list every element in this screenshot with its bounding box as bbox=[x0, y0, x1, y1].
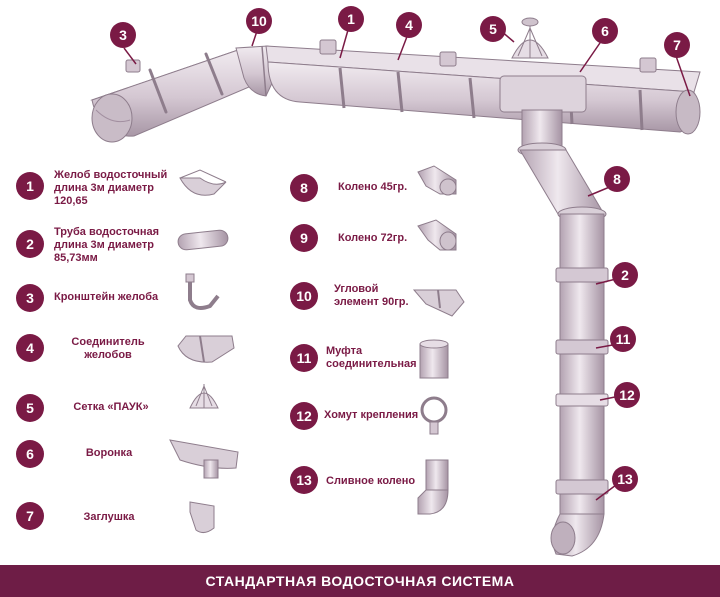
legend-badge: 3 bbox=[16, 284, 44, 312]
gutter-illustration bbox=[90, 17, 701, 557]
thumb-clamp bbox=[420, 396, 448, 435]
legend-label: Заглушка bbox=[83, 511, 135, 523]
legend-label: Муфта соединительная bbox=[326, 345, 417, 370]
callout-badge: 2 bbox=[612, 262, 638, 288]
legend-badge: 13 bbox=[290, 466, 318, 494]
legend-label: Сетка «ПАУК» bbox=[73, 401, 149, 413]
legend-badge: 10 bbox=[290, 282, 318, 310]
legend-badge: 12 bbox=[290, 402, 318, 430]
legend-label: Соединитель желобов bbox=[71, 336, 145, 361]
thumb-elbow-45 bbox=[417, 165, 457, 196]
legend-label: Угловой элемент 90гр. bbox=[334, 283, 409, 308]
thumb-spider bbox=[189, 384, 219, 409]
footer-banner: СТАНДАРТНАЯ ВОДОСТОЧНАЯ СИСТЕМА bbox=[0, 565, 720, 597]
callout-badge: 10 bbox=[246, 8, 272, 34]
gutter-main-run bbox=[265, 39, 701, 135]
thumb-gutter bbox=[179, 169, 227, 196]
legend-label: Труба водосточная длина 3м диаметр 85,73… bbox=[54, 226, 160, 264]
gutter-left-segment bbox=[90, 49, 259, 143]
legend-badge: 11 bbox=[290, 344, 318, 372]
legend-badge: 6 bbox=[16, 440, 44, 468]
thumb-coupling bbox=[419, 339, 449, 379]
thumb-corner-90 bbox=[412, 289, 465, 317]
legend-label: Колено 45гр. bbox=[338, 181, 408, 193]
callout-badge: 3 bbox=[110, 22, 136, 48]
footer-title: СТАНДАРТНАЯ ВОДОСТОЧНАЯ СИСТЕМА bbox=[205, 573, 515, 589]
callout-badge: 13 bbox=[612, 466, 638, 492]
callout-badge: 1 bbox=[338, 6, 364, 32]
legend-label: Колено 72гр. bbox=[338, 232, 408, 244]
thumb-funnel bbox=[169, 439, 239, 479]
callout-badge: 12 bbox=[614, 382, 640, 408]
thumb-pipe bbox=[177, 229, 229, 251]
legend-label: Кронштейн желоба bbox=[54, 291, 159, 303]
legend-badge: 1 bbox=[16, 172, 44, 200]
thumb-outlet-elbow bbox=[417, 459, 449, 515]
callout-badge: 6 bbox=[592, 18, 618, 44]
thumb-bracket bbox=[185, 273, 220, 310]
callout-badge: 7 bbox=[664, 32, 690, 58]
legend-badge: 8 bbox=[290, 174, 318, 202]
callout-badge: 4 bbox=[396, 12, 422, 38]
gutter-spider-net bbox=[511, 17, 549, 59]
thumb-endcap bbox=[189, 501, 215, 534]
legend-badge: 9 bbox=[290, 224, 318, 252]
legend-badge: 7 bbox=[16, 502, 44, 530]
downpipe-assembly bbox=[517, 109, 609, 557]
legend-label: Воронка bbox=[85, 447, 133, 459]
callout-badge: 11 bbox=[610, 326, 636, 352]
thumb-connector bbox=[177, 335, 235, 363]
legend-badge: 2 bbox=[16, 230, 44, 258]
legend-badge: 4 bbox=[16, 334, 44, 362]
legend-label: Желоб водосточный длина 3м диаметр 120,6… bbox=[54, 169, 168, 207]
legend-label: Хомут крепления bbox=[324, 409, 419, 421]
callout-badge: 5 bbox=[480, 16, 506, 42]
legend-label: Сливное колено bbox=[326, 475, 416, 487]
legend-badge: 5 bbox=[16, 394, 44, 422]
thumb-elbow-72 bbox=[417, 219, 457, 251]
callout-badge: 8 bbox=[604, 166, 630, 192]
